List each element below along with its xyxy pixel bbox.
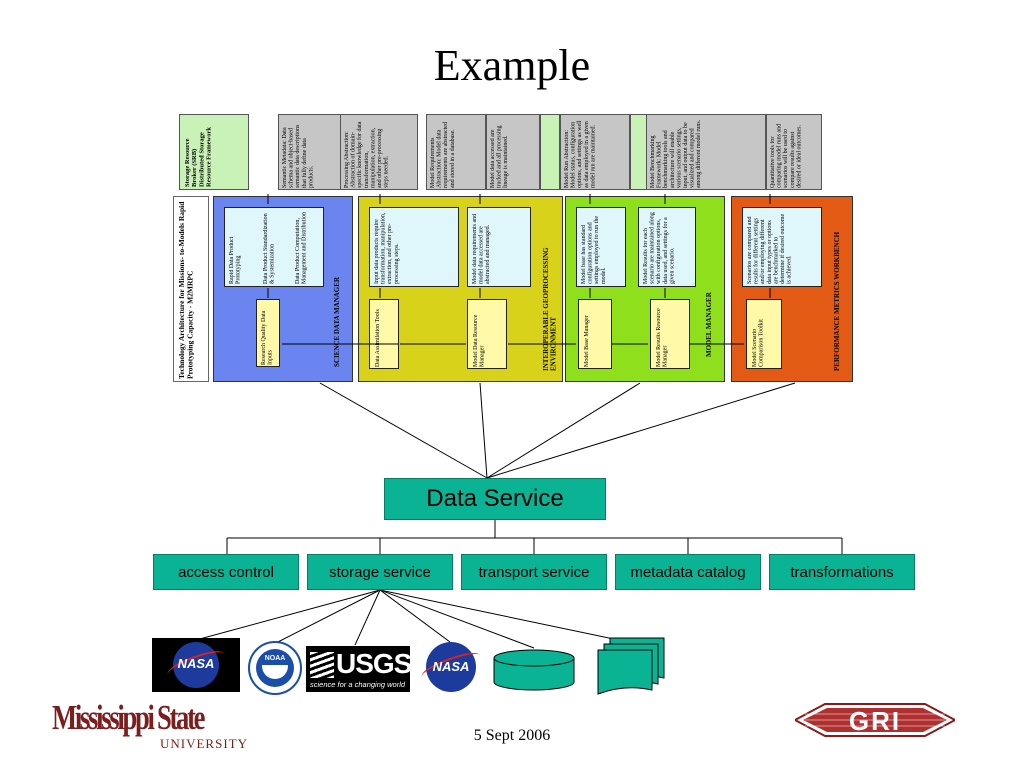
usgs-logo: USGS science for a changing world: [306, 646, 412, 692]
service-transport-service: transport service: [461, 554, 607, 590]
processing-abstraction-box: Processing Abstraction: Abstraction of d…: [340, 114, 418, 190]
model-run-spacer-box: [540, 114, 560, 190]
model-requirements-box: Model Requirements Abstraction: Model da…: [426, 114, 486, 190]
data-service-box: Data Service: [384, 478, 606, 520]
performance-metrics-panel: Scenarios are compared and results for d…: [731, 196, 853, 382]
research-quality-data-inputs-box: Research Quality Data Inputs: [256, 299, 280, 367]
model-benchmarking-box: Model Benchmarking Framework: Model benc…: [646, 114, 766, 190]
pm-cyan-box: Scenarios are compared and results for d…: [742, 207, 822, 287]
architecture-figure: Technology Architecture for Missions- to…: [170, 110, 856, 385]
sdm-cyan-box: Rapid Data Product Prototyping Data Prod…: [224, 207, 324, 287]
science-data-manager-panel: Rapid Data Product Prototyping Data Prod…: [213, 196, 353, 382]
service-metadata-catalog: metadata catalog: [615, 554, 761, 590]
architecture-arrows: [267, 194, 771, 345]
model-data-tracking-box: Model data accessed are tracked and all …: [486, 114, 540, 190]
service-access-control: access control: [153, 554, 299, 590]
footer-date: 5 Sept 2006: [473, 727, 551, 744]
semantic-metadata-box: Semantic Metadata: Data schema and objec…: [278, 114, 344, 190]
model-manager-panel: Model base has standard configuration op…: [565, 196, 725, 382]
service-transformations: transformations: [769, 554, 915, 590]
msu-logo: Mississippi State UNIVERSITY: [52, 698, 248, 751]
data-assimilation-tools-box: Data Assimilation Tools: [369, 299, 399, 369]
noaa-logo: NOAA: [248, 641, 302, 695]
architecture-side-label: Technology Architecture for Missions- to…: [173, 196, 209, 382]
model-base-manager-box: Model Base Manager: [578, 299, 612, 369]
nasa-logo-1: NASA: [152, 638, 240, 692]
service-storage-service: storage service: [307, 554, 453, 590]
nasa-logo-2: NASA: [419, 640, 483, 694]
geo-cyan-box-1: Input data products require transformati…: [369, 207, 459, 287]
model-scenario-comparison-toolkit-box: Model Scenario Comparison Toolkit: [746, 299, 782, 369]
model-data-resource-manager-box: Model Data Resource Manager: [467, 299, 507, 369]
model-run-abstraction-box: Model Run Abstraction: Model status, con…: [560, 114, 630, 190]
geo-cyan-box-2: Model data requirements and model data a…: [467, 207, 531, 287]
mm-cyan-box-2: Model Results for each scenario are main…: [638, 207, 696, 287]
model-results-resource-manager-box: Model Results Resource Manager: [650, 299, 690, 369]
mm-cyan-box-1: Model base has standard configuration op…: [576, 207, 626, 287]
srb-box: Storage Resource Broker (SRB) Distribute…: [179, 114, 249, 190]
page-title: Example: [433, 41, 591, 90]
geoprocessing-panel: Input data products require transformati…: [358, 196, 563, 382]
gri-logo: GRI: [795, 700, 955, 740]
quantitative-tools-box: Quantitative tools for comparing model r…: [766, 114, 822, 190]
